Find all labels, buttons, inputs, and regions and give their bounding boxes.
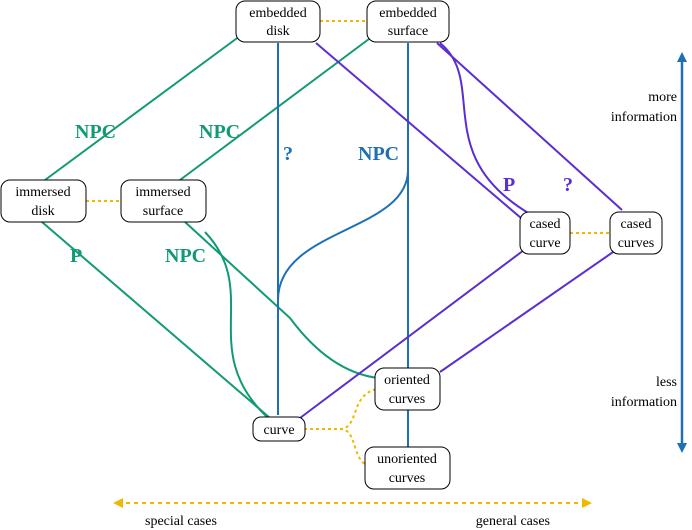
svg-text:curve: curve	[529, 236, 560, 251]
node-oriented-curves: oriented curves	[374, 367, 441, 411]
label-npc-left: NPC	[75, 121, 116, 143]
general-cases-label: general cases	[476, 514, 550, 529]
green-edges	[41, 32, 379, 419]
svg-text:disk: disk	[266, 24, 289, 39]
svg-text:curves: curves	[389, 471, 426, 486]
edge-immersed-disk-curve	[41, 221, 271, 419]
svg-text:immersed: immersed	[15, 185, 70, 200]
node-curve: curve	[252, 416, 306, 442]
edge-immersed-disk-embedded-disk	[44, 32, 245, 181]
label-npc-lower: NPC	[165, 245, 206, 267]
edge-embedded-surface-cased-curves	[436, 42, 623, 211]
svg-text:oriented: oriented	[384, 373, 430, 388]
svg-text:curves: curves	[389, 392, 426, 407]
node-cased-curves: cased curves	[609, 211, 663, 255]
more-information-line2: information	[611, 110, 677, 125]
label-q-blue: ?	[283, 143, 293, 165]
less-information-line2: information	[611, 395, 677, 410]
label-npc-blue: NPC	[358, 143, 399, 165]
edge-embedded-disk-cased-curve	[315, 42, 522, 219]
edge-embedded-surface-cased-curve-wiggle	[439, 42, 531, 215]
svg-text:curve: curve	[263, 423, 294, 438]
node-embedded-surface: embedded surface	[366, 0, 450, 43]
svg-text:immersed: immersed	[135, 185, 190, 200]
edge-cased-curves-oriented	[439, 249, 617, 373]
label-q-purple: ?	[563, 174, 573, 196]
svg-text:cased: cased	[620, 217, 651, 232]
svg-text:surface: surface	[388, 24, 428, 39]
svg-text:disk: disk	[31, 204, 54, 219]
less-information-line1: less	[656, 375, 677, 390]
node-embedded-disk: embedded disk	[235, 0, 321, 43]
label-p-green: P	[70, 245, 82, 267]
svg-text:curves: curves	[618, 236, 655, 251]
special-cases-label: special cases	[145, 514, 217, 529]
svg-text:unoriented: unoriented	[377, 452, 437, 467]
purple-edges	[299, 42, 623, 419]
edge-immersed-surface-curve-wiggle	[204, 231, 269, 419]
svg-text:surface: surface	[143, 204, 183, 219]
svg-text:embedded: embedded	[249, 6, 307, 21]
link-curve-curves	[304, 388, 377, 430]
svg-text:cased: cased	[529, 217, 560, 232]
edge-cased-curve-curve	[299, 249, 525, 419]
node-cased-curve: cased curve	[519, 211, 571, 255]
more-information-line1: more	[648, 90, 677, 105]
node-unoriented-curves: unoriented curves	[364, 446, 451, 490]
label-p-purple: P	[503, 174, 515, 196]
edge-immersed-surface-oriented-curves	[184, 221, 379, 379]
label-npc-mid: NPC	[199, 121, 240, 143]
node-immersed-surface: immersed surface	[120, 179, 207, 223]
edge-embedded-surface-curve-wiggle	[277, 169, 409, 301]
svg-text:embedded: embedded	[379, 6, 437, 21]
node-immersed-disk: immersed disk	[0, 179, 87, 223]
